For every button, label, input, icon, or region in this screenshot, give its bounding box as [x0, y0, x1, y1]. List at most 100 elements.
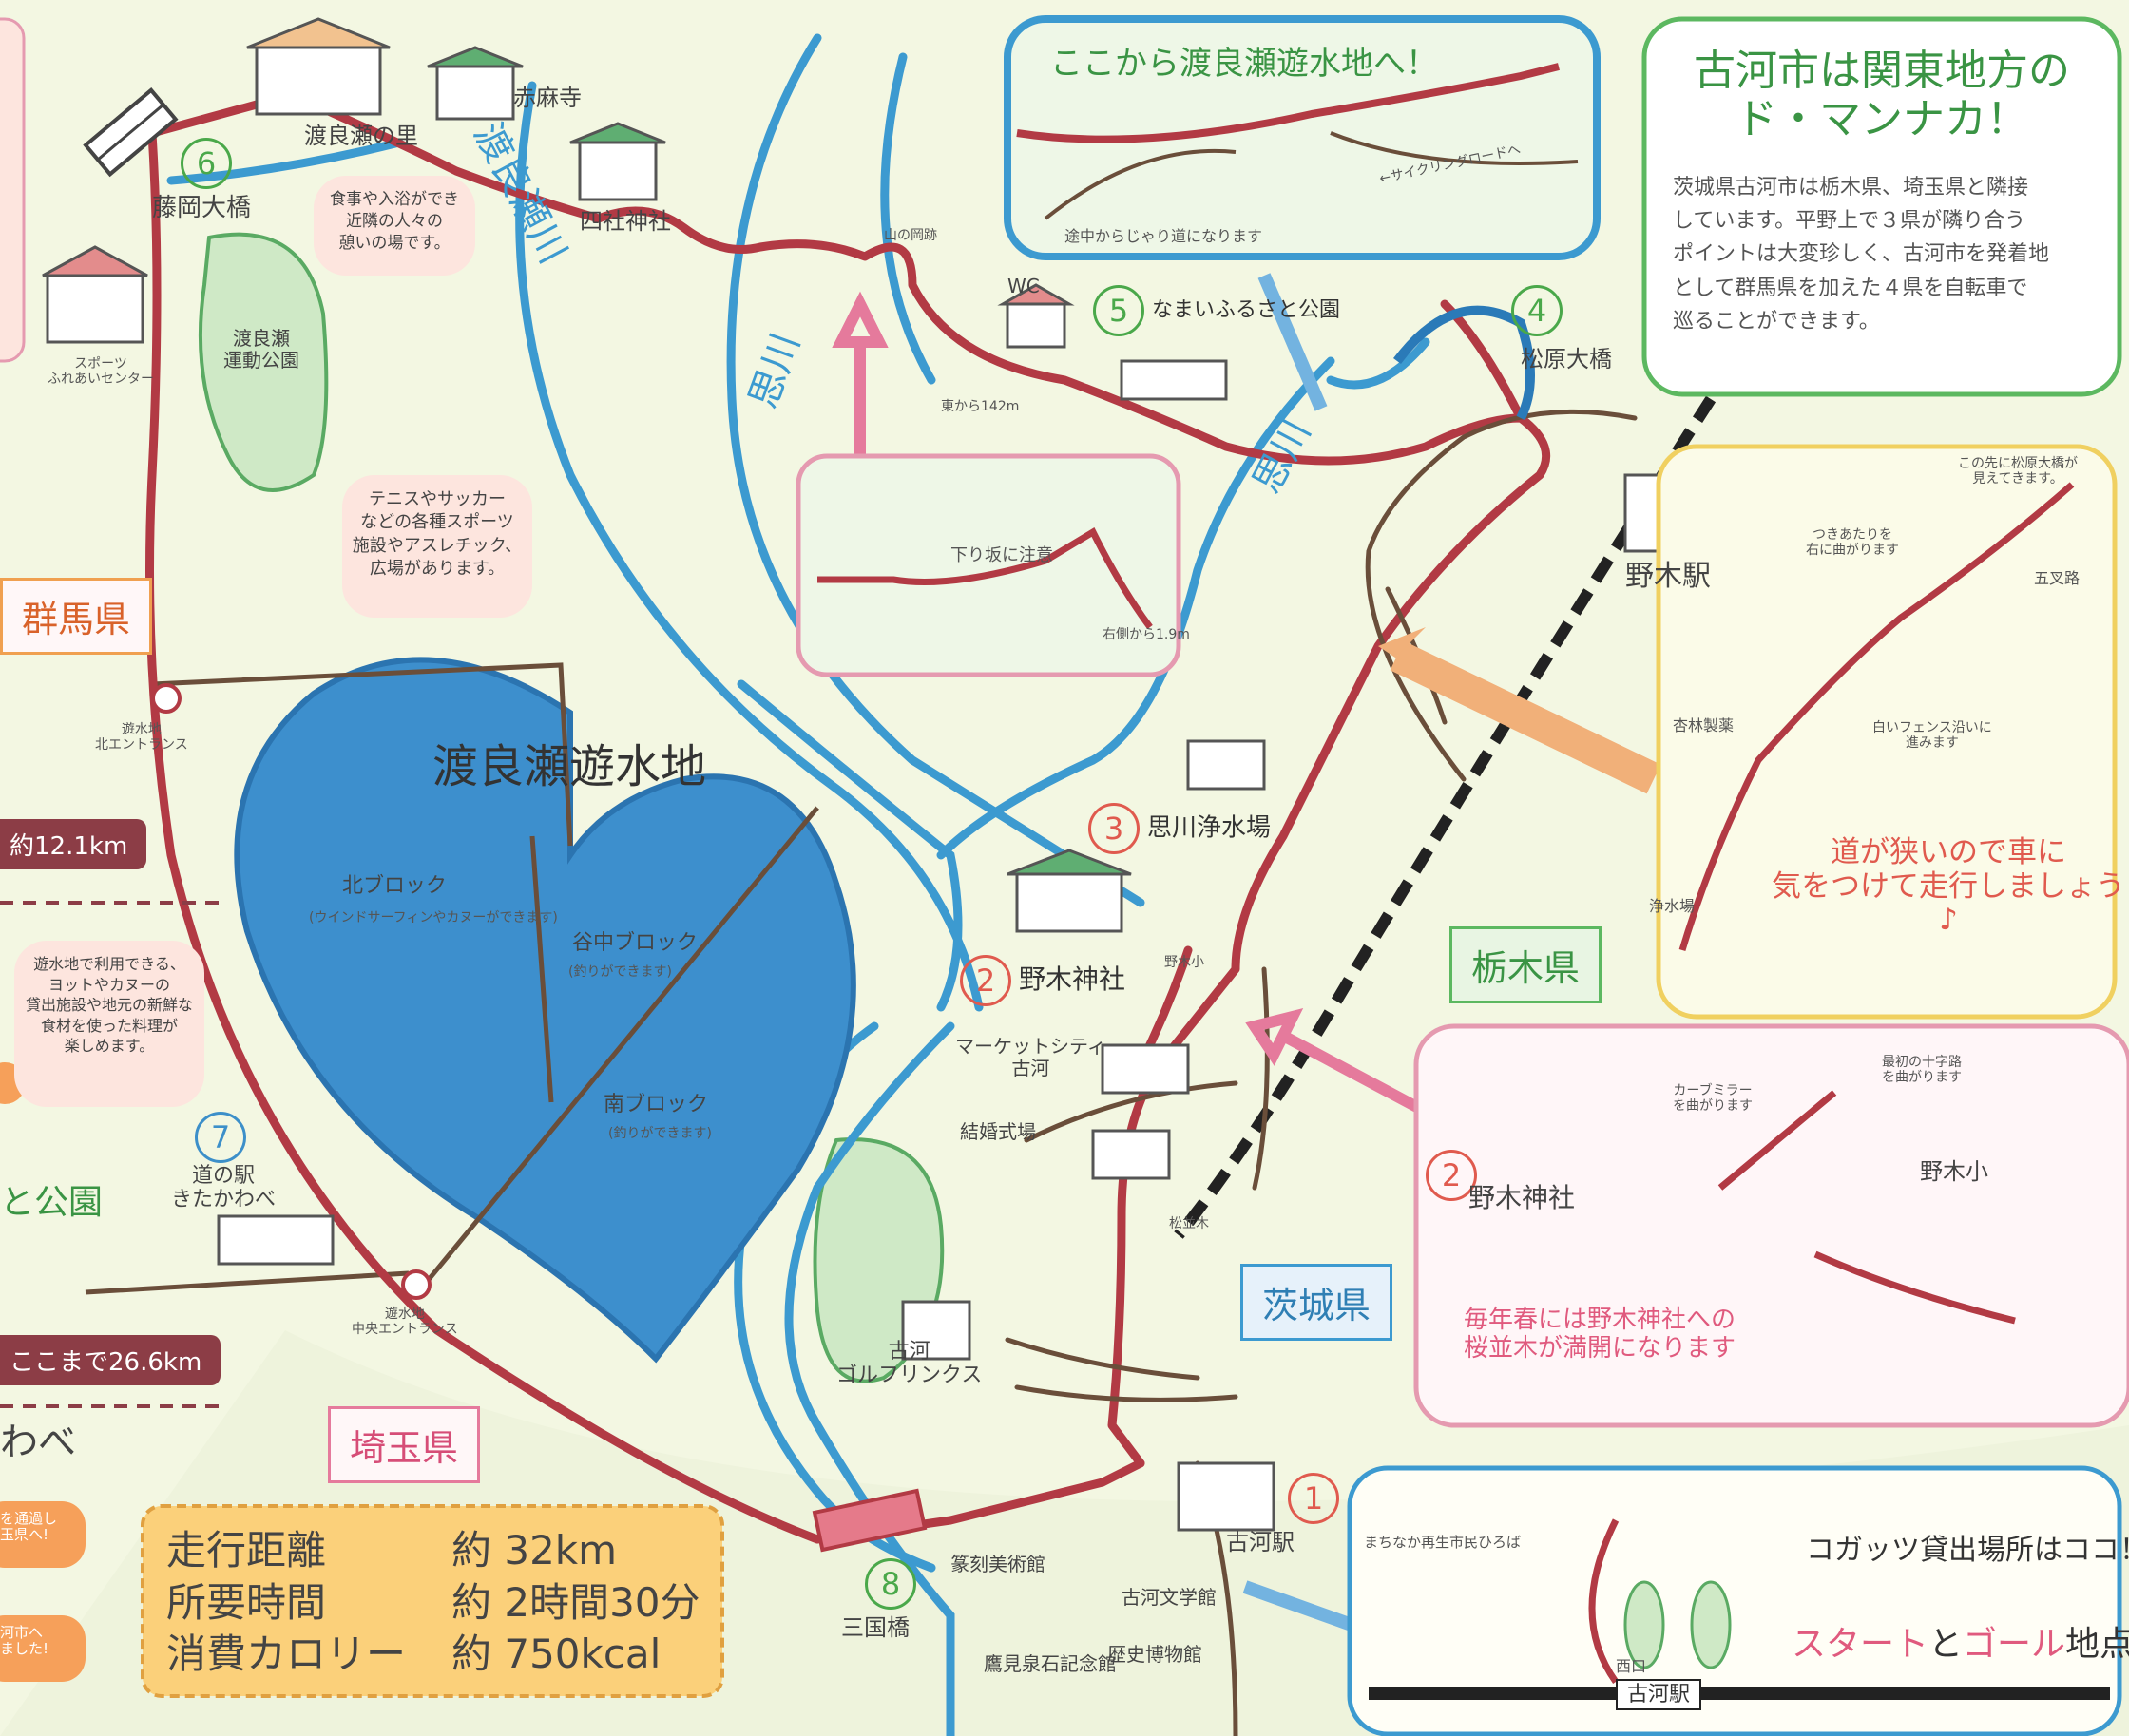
arrow-up-pink: [832, 291, 889, 475]
saitama-pref-tag: 埼玉県: [328, 1406, 481, 1483]
info-box-title: 古河市は関東地方の ド・マンナカ！: [1694, 47, 2070, 143]
from-east-label: 右側から1.9m: [1103, 627, 1190, 642]
west-exit-label: 西口: [1616, 1657, 1647, 1675]
reservoir-title: 渡良瀬遊水地: [432, 740, 707, 793]
mid-block-label: 谷中ブロック: [572, 931, 699, 955]
stop-2-number: 2: [960, 955, 1011, 1006]
sports-park-label: 渡良瀬 運動公園: [223, 327, 299, 372]
koga-rental-label: コガッツ貸出場所はココ！: [1806, 1534, 2129, 1567]
arrow-shrine-pink: [1245, 1008, 1429, 1117]
sports-center-label: スポーツ ふれあいセンター: [48, 356, 154, 388]
inset-top-frame: [1004, 15, 1601, 260]
central-entrance-label: 遊水地 中央エントランス: [352, 1307, 458, 1338]
yamanochuko-label: 山の岡跡: [884, 228, 937, 243]
wedding-hall-label: 結婚式場: [960, 1120, 1036, 1143]
start-goal-line: スタートとゴール地点です: [1792, 1625, 2129, 1664]
stop-6-number: 6: [181, 138, 232, 189]
omoigawa-plant-label: 思川浄水場: [1147, 813, 1272, 843]
first-crossing-note: 最初の十字路 を曲がります: [1882, 1055, 1962, 1086]
plant-label: 浄水場: [1649, 897, 1696, 915]
route-summary: 走行距離 約 32km 所要時間約 2時間30分 消費カロリー約 750kcal: [166, 1525, 718, 1681]
ieto-museum-label: 篆刻美術館: [950, 1553, 1045, 1575]
stop-6: 6: [181, 138, 240, 189]
curve-mirror-note: カーブミラー を曲がります: [1673, 1083, 1753, 1115]
michinoeki-label: 道の駅 きたかわべ: [171, 1164, 277, 1212]
wc-label: WC: [1007, 275, 1040, 297]
stop-4-number: 4: [1511, 285, 1563, 336]
history-museum-label: 歴史博物館: [1107, 1643, 1202, 1666]
omoigawa-river: [726, 33, 1145, 907]
sekiinji-label: 赤麻寺: [513, 85, 582, 111]
matsubara-visible-note: この先に松原大橋が 見えてきます。: [1958, 456, 2078, 487]
downhill-caution-label: 下り坂に注意: [950, 545, 1053, 565]
mikuni-bridge-shape: [812, 1488, 928, 1553]
station-inset-label: 古河駅: [1616, 1679, 1702, 1711]
info-box-body: 茨城県古河市は栃木県、埼玉県と隣接 しています。平野上で３県が隣り合う ポイント…: [1673, 176, 2050, 334]
stop-1-number: 1: [1288, 1473, 1339, 1524]
info-box-frame: [1641, 16, 2122, 397]
noki-school-label: 野木小: [1164, 955, 1204, 970]
ibaraki-pref-tag: 茨城県: [1240, 1264, 1393, 1341]
stop-7: 7: [195, 1112, 254, 1163]
goal-word: ゴール: [1963, 1625, 2066, 1664]
left-note-a: を通過し 玉県へ!: [0, 1510, 58, 1544]
summary-row-calories: 消費カロリー約 750kcal: [166, 1629, 718, 1681]
koga-station-label: 古河駅: [1226, 1529, 1295, 1555]
matsunamiki-label: 松並木: [1169, 1216, 1209, 1231]
namai-park-label: なまいふるさと公園: [1152, 298, 1341, 322]
summary-value: 約 32km: [451, 1527, 618, 1574]
gravel-road-note: 途中からじゃり道になります: [1064, 227, 1263, 245]
summary-row-time: 所要時間約 2時間30分: [166, 1577, 718, 1630]
matsubara-bridge-label: 松原大橋: [1521, 346, 1612, 372]
south-block-label: 南ブロック: [604, 1093, 709, 1116]
stop-5-number: 5: [1093, 285, 1144, 336]
stop-5: 5 なまいふるさと公園: [1093, 285, 1340, 336]
market-city-label: マーケットシティ 古河: [955, 1035, 1106, 1079]
shrine-inset-label: 野木神社: [1468, 1182, 1576, 1213]
inset-descent-frame: [796, 453, 1181, 677]
tochigi-pref-tag: 栃木県: [1449, 926, 1602, 1003]
summary-label: 走行距離: [166, 1527, 327, 1574]
stop-7-number: 7: [195, 1112, 246, 1163]
left-note-b: 河市へ ました!: [0, 1624, 49, 1658]
point-word: 地点です: [2065, 1625, 2129, 1664]
noki-shrine-label: 野木神社: [1019, 963, 1126, 995]
plaza-label: まちなか再生市民ひろば: [1364, 1534, 1522, 1551]
shrine-inset-stop: 2: [1426, 1150, 1485, 1201]
fujioka-bridge-label: 藤岡大橋: [152, 194, 252, 222]
railway-line: [1174, 395, 1717, 1239]
and-word: と: [1928, 1625, 1964, 1664]
park-fragment-label: と公園: [0, 1183, 104, 1222]
arrow-blue-top: [1257, 273, 1328, 411]
narrow-road-warning: 道が狭いので車に 気をつけて走行しましょう♪: [1772, 835, 2125, 938]
distance-12km-tag: 約12.1km: [0, 819, 147, 869]
school-inset-label: 野木小: [1920, 1158, 1988, 1185]
fujioka-bridge-shape: [83, 87, 179, 178]
stop-4: 4: [1511, 285, 1570, 336]
noki-station-label: 野木駅: [1625, 560, 1711, 593]
fence-note: 白いフェンス沿いに 進みます: [1872, 720, 1992, 752]
inset-noki-frame: [1656, 444, 2118, 1020]
wabe-fragment-label: わべ: [0, 1421, 76, 1464]
inset-top-title: ここから渡良瀬遊水地へ！: [1050, 45, 1438, 83]
gunma-pref-tag: 群馬県: [0, 578, 153, 655]
mid-block-note: (釣りができます): [568, 964, 672, 980]
golf-label: 古河 ゴルフリンクス: [836, 1340, 983, 1388]
north-entrance-label: 遊水地 北エントランス: [95, 722, 188, 754]
sports-park-area: [198, 232, 329, 492]
summary-value: 約 750kcal: [451, 1631, 662, 1678]
start-word: スタート: [1792, 1625, 1929, 1664]
mikuni-bridge-label: 三国橋: [841, 1614, 910, 1641]
inset-shrine-frame: [1413, 1023, 2129, 1428]
inset-station-frame: [1347, 1465, 2122, 1736]
stop-8-number: 8: [865, 1558, 916, 1610]
distance-26km-tag: ここまで26.6km: [0, 1335, 221, 1385]
michinoeki-bubble: 遊水地で利用できる、 ヨットやカヌーの 貸出施設や地元の新鮮な 食材を使った料理…: [14, 941, 204, 1107]
shrine-inset-stop-number: 2: [1426, 1150, 1477, 1201]
stop-8: 8: [865, 1558, 924, 1610]
koga-literature-label: 古河文学館: [1122, 1586, 1217, 1609]
shisha-shrine-label: 四社神社: [580, 208, 671, 235]
